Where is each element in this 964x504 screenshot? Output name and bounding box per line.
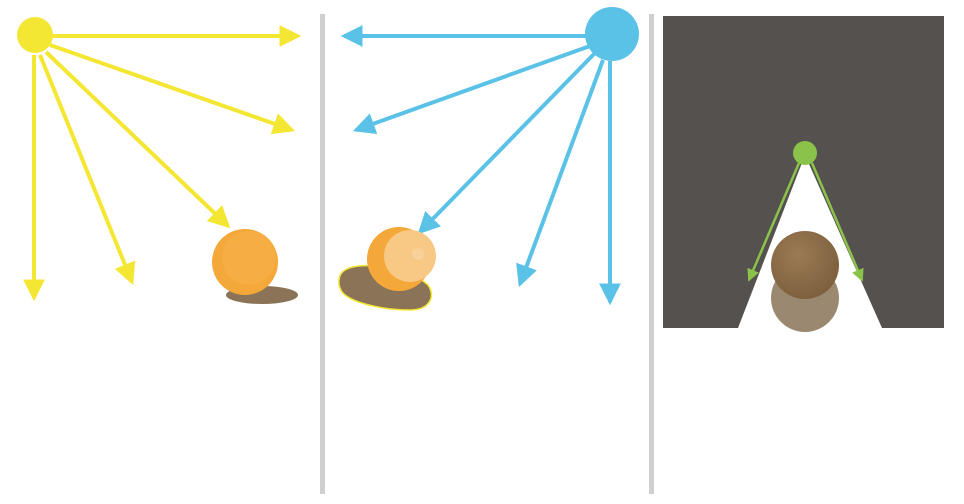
sphere-highlight <box>384 230 436 282</box>
light-ray <box>49 43 296 135</box>
point-light-rays <box>340 25 621 306</box>
panel-divider-right <box>649 14 654 494</box>
light-ray <box>516 59 605 288</box>
point-light-panel <box>338 7 639 311</box>
light-ray <box>44 50 231 229</box>
light-ray <box>38 54 136 286</box>
directional-light-icon <box>17 17 53 53</box>
directional-light-rays <box>23 25 302 302</box>
light-ray <box>810 162 864 282</box>
specular-highlight <box>412 248 424 260</box>
sphere-highlight <box>222 231 276 285</box>
spot-light-rays <box>747 162 864 282</box>
panel-divider-left <box>320 14 325 494</box>
sphere-icon <box>771 231 839 299</box>
point-light-icon <box>585 7 639 61</box>
light-ray <box>352 44 591 135</box>
light-ray <box>747 162 801 282</box>
directional-light-panel <box>17 17 302 304</box>
spot-light-icon <box>793 141 817 165</box>
spot-light-panel <box>663 16 944 332</box>
light-ray <box>417 52 596 235</box>
